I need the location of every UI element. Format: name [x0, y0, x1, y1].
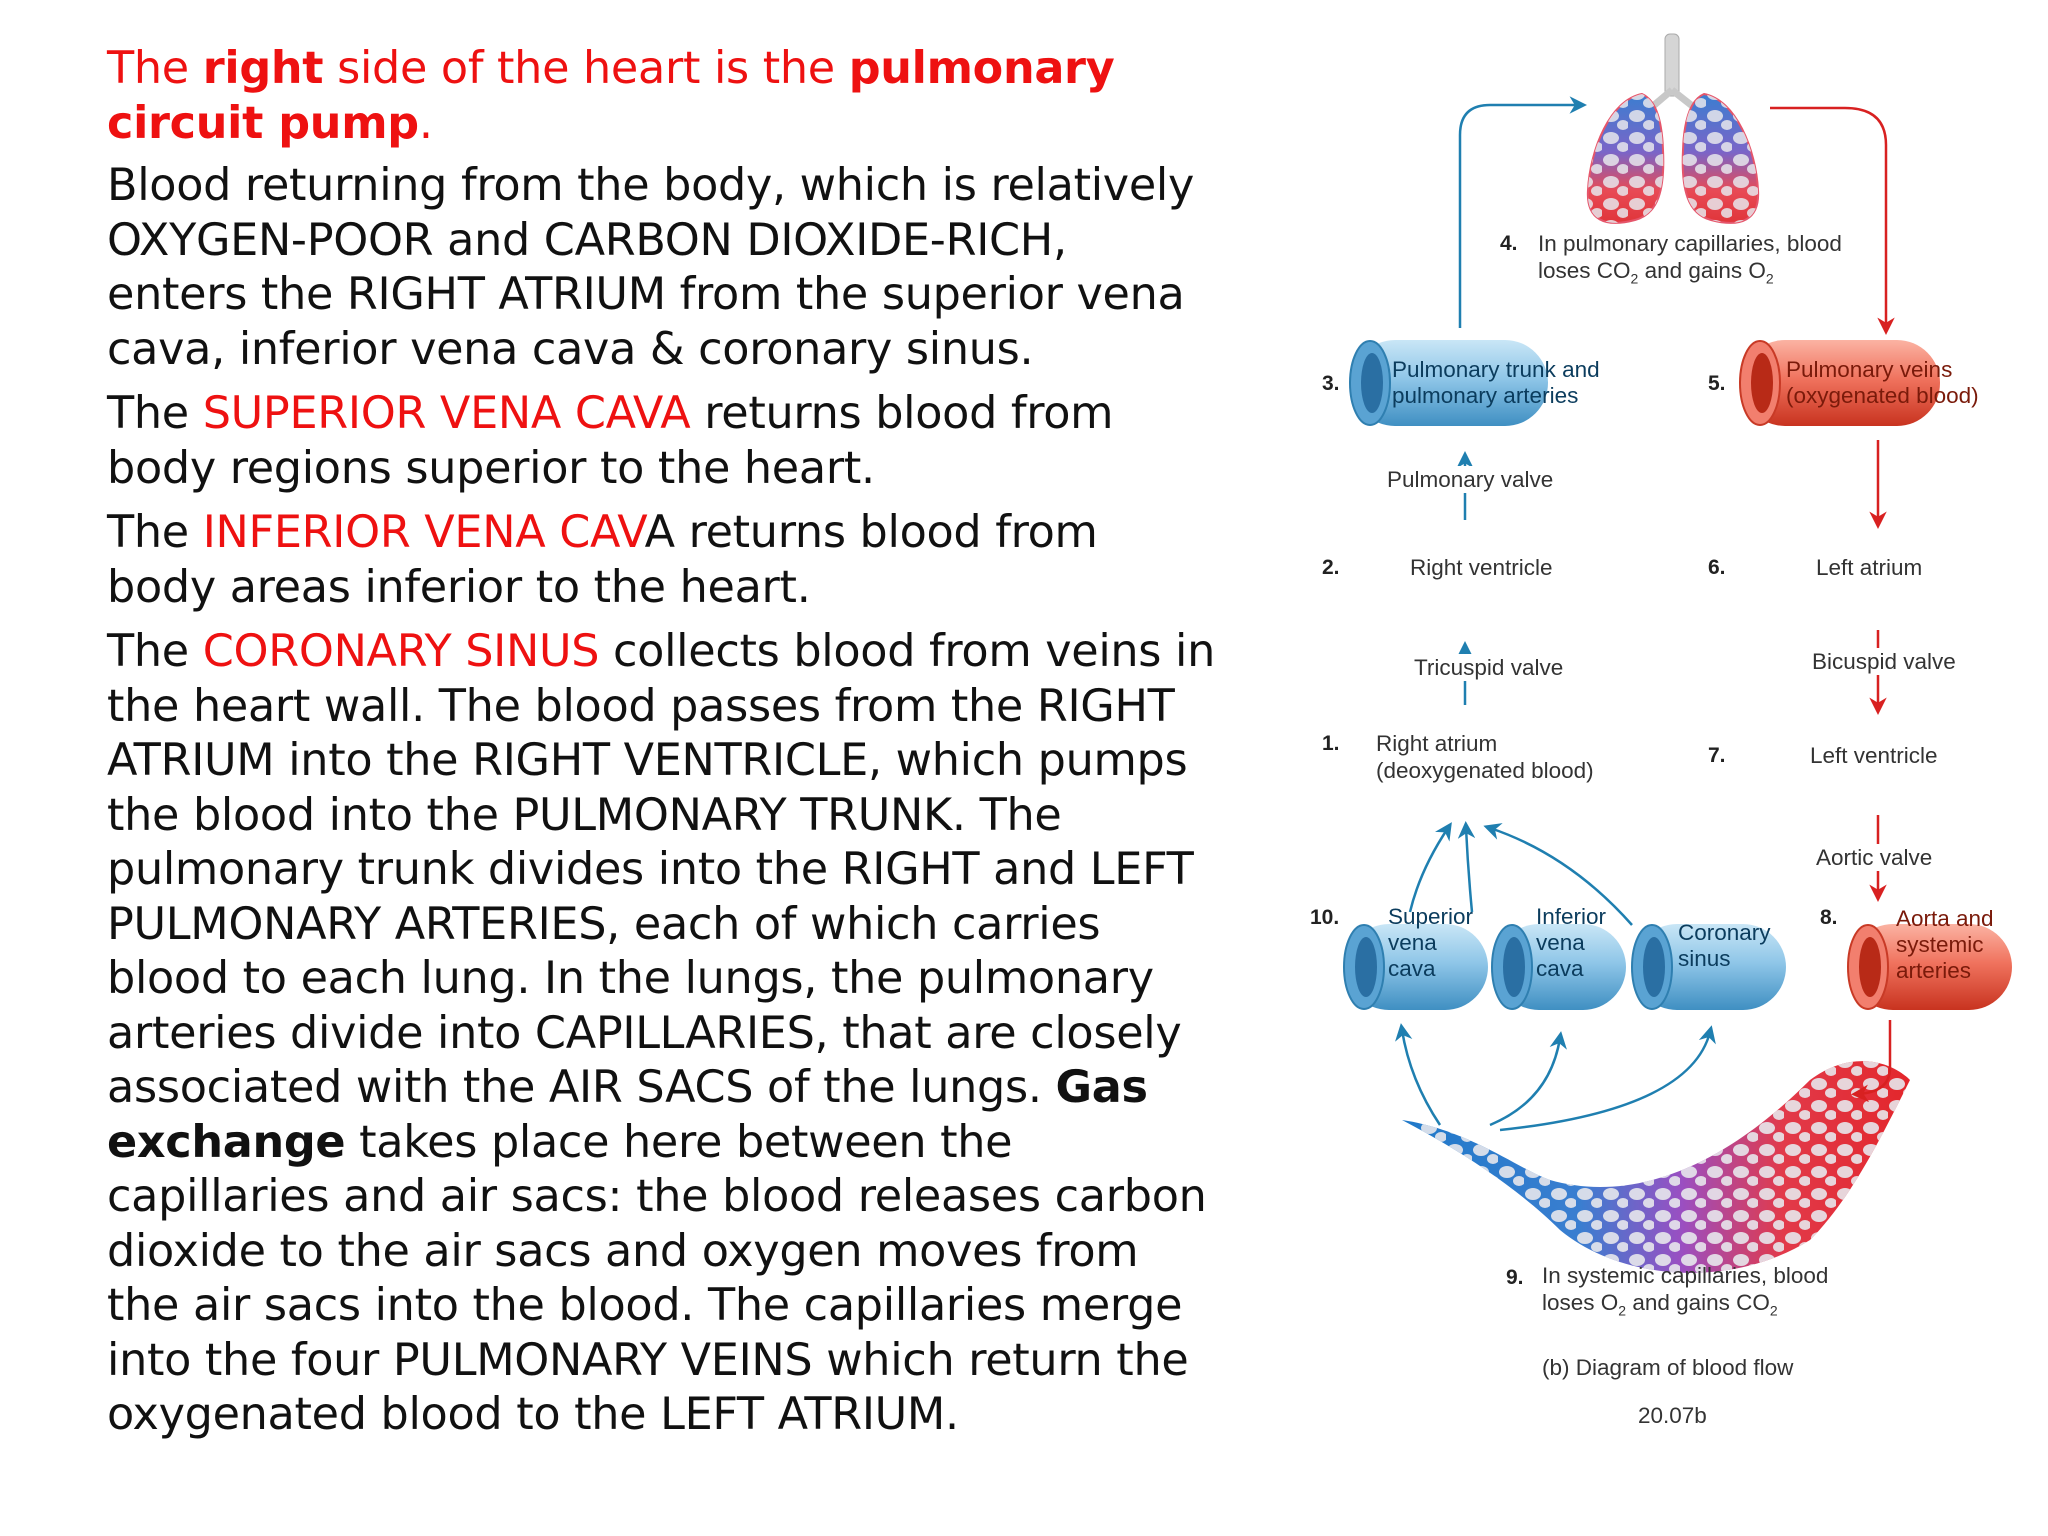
step-9-o2-text: loses O [1542, 1290, 1619, 1315]
arrow-ivc-to-atrium [1457, 821, 1476, 913]
left-atrium-label: Left atrium [1816, 555, 1923, 580]
step-9-label: In systemic capillaries, blood loses O2 … [1542, 1262, 1828, 1325]
pulmonary-trunk-line-2: pulmonary arteries [1392, 383, 1579, 408]
step-6-number: 6. [1708, 556, 1726, 579]
subscript: 2 [1769, 1302, 1778, 1319]
subscript: 2 [1618, 1302, 1627, 1319]
step-8-number: 8. [1820, 906, 1838, 929]
paragraph-superior-vena-cava: The SUPERIOR VENA CAVA returns blood fro… [107, 387, 1217, 496]
sinus-line-2: sinus [1678, 946, 1731, 971]
step-10-number: 10. [1310, 906, 1340, 929]
paragraph-inferior-vena-cava: The INFERIOR VENA CAVA returns blood fro… [107, 506, 1217, 615]
step-4-o2-text: and gains O [1638, 258, 1766, 283]
title-text: The [107, 43, 203, 94]
pulmonary-veins-vessel [1739, 340, 1940, 426]
paragraph-coronary-sinus: The CORONARY SINUS collects blood from v… [107, 625, 1217, 1443]
step-4-line-1: In pulmonary capillaries, blood [1538, 231, 1842, 256]
pulmonary-trunk-vessel [1349, 340, 1548, 426]
right-atrium-line-2: (deoxygenated blood) [1376, 758, 1594, 783]
step-4-co2-text: loses CO [1538, 258, 1631, 283]
title-emphasis-pulmonary: pulmonary [848, 43, 1115, 94]
svc-line-2: vena [1388, 930, 1437, 955]
ivc-line-1: Inferior [1536, 904, 1607, 929]
inferior-vena-cava-vessel [1491, 924, 1626, 1010]
left-ventricle-label: Left ventricle [1810, 743, 1938, 768]
pulmonary-veins-line-1: Pulmonary veins [1786, 357, 1953, 382]
tricuspid-valve-label: Tricuspid valve [1412, 654, 1566, 681]
subscript: 2 [1765, 270, 1774, 287]
figure-caption: (b) Diagram of blood flow [1542, 1355, 1794, 1380]
bicuspid-valve-label: Bicuspid valve [1810, 648, 1958, 675]
arrow-sinus-to-atrium [1483, 823, 1633, 926]
text-run: takes place here between the capillaries… [107, 1116, 1207, 1441]
svc-line-1: Superior [1388, 904, 1474, 929]
pulmonary-veins-label: Pulmonary veins(oxygenated blood) [1786, 357, 1979, 409]
subscript: 2 [1630, 270, 1639, 287]
ivc-line-3: cava [1536, 956, 1584, 981]
paragraph-blood-returning: Blood returning from the body, which is … [107, 160, 1195, 375]
text-run: A returns blood from body areas inferior… [107, 507, 1098, 613]
text-run: The [107, 388, 203, 439]
right-ventricle-label: Right ventricle [1410, 555, 1553, 580]
title-text: side of the heart is the [323, 43, 849, 94]
arrow-bed-to-ivc [1489, 1031, 1567, 1127]
aorta-line-3: arteries [1896, 958, 1972, 983]
step-2-number: 2. [1322, 556, 1340, 579]
title-period: . [418, 97, 433, 149]
pulmonary-valve-label: Pulmonary valve [1385, 466, 1556, 493]
arrow-from-lungs [1770, 106, 1895, 335]
arrow-svc-to-atrium [1408, 822, 1452, 913]
aorta-line-1: Aorta and [1896, 906, 1994, 931]
text-run: The [107, 626, 203, 677]
aortic-valve-label: Aortic valve [1814, 844, 1935, 871]
superior-vena-cava-vessel [1343, 924, 1488, 1010]
pulmonary-veins-line-2: (oxygenated blood) [1786, 383, 1979, 408]
diagram-graphics [1343, 33, 2012, 1273]
step-5-number: 5. [1708, 372, 1726, 395]
step-9-co2-text: and gains CO [1626, 1290, 1770, 1315]
title-emphasis-right: right [202, 43, 324, 94]
svc-line-3: cava [1388, 956, 1436, 981]
step-3-number: 3. [1322, 372, 1340, 395]
right-atrium-label: Right atrium(deoxygenated blood) [1376, 730, 1594, 784]
title-emphasis-circuit-pump: circuit pump [107, 97, 419, 149]
step-7-number: 7. [1708, 744, 1726, 767]
text-run: The [107, 507, 203, 558]
step-9-number: 9. [1506, 1266, 1524, 1289]
sinus-line-1: Coronary [1678, 920, 1771, 945]
aorta-line-2: systemic [1896, 932, 1984, 957]
figure-id: 20.07b [1638, 1403, 1707, 1428]
title-paragraph: The right side of the heart is the pulmo… [107, 42, 1217, 151]
aorta-vessel [1847, 924, 2012, 1010]
blood-flow-diagram: 4. In pulmonary capillaries, blood loses… [1290, 20, 2048, 1450]
arrow-bed-to-svc [1395, 1023, 1442, 1126]
highlight-inferior-vena-cava: INFERIOR VENA CAV [202, 507, 645, 558]
text-run: returns blood from body regions superior… [107, 388, 1114, 494]
step-1-number: 1. [1322, 732, 1340, 755]
lungs-illustration [1586, 33, 1760, 224]
highlight-gas-exchange: Gas exchange [107, 1062, 1148, 1168]
right-atrium-line-1: Right atrium [1376, 731, 1498, 756]
step-4-number: 4. [1500, 232, 1518, 255]
arrow-bed-to-sinus [1499, 1025, 1716, 1132]
systemic-capillary-bed [1402, 1061, 1910, 1273]
coronary-sinus-vessel [1631, 924, 1786, 1010]
slide-text: The right side of the heart is the pulmo… [107, 42, 1217, 1453]
highlight-superior-vena-cava: SUPERIOR VENA CAVA [202, 388, 691, 439]
pulmonary-trunk-line-1: Pulmonary trunk and [1392, 357, 1600, 382]
arrow-aorta-to-bed [1851, 1020, 1892, 1103]
arrow-to-lungs [1458, 96, 1587, 328]
step-4-label: In pulmonary capillaries, blood loses CO… [1538, 230, 1842, 293]
text-run: collects blood from veins in the heart w… [107, 626, 1215, 1113]
step-9-line-1: In systemic capillaries, blood [1542, 1263, 1829, 1288]
highlight-coronary-sinus: CORONARY SINUS [202, 626, 600, 677]
ivc-line-2: vena [1536, 930, 1585, 955]
